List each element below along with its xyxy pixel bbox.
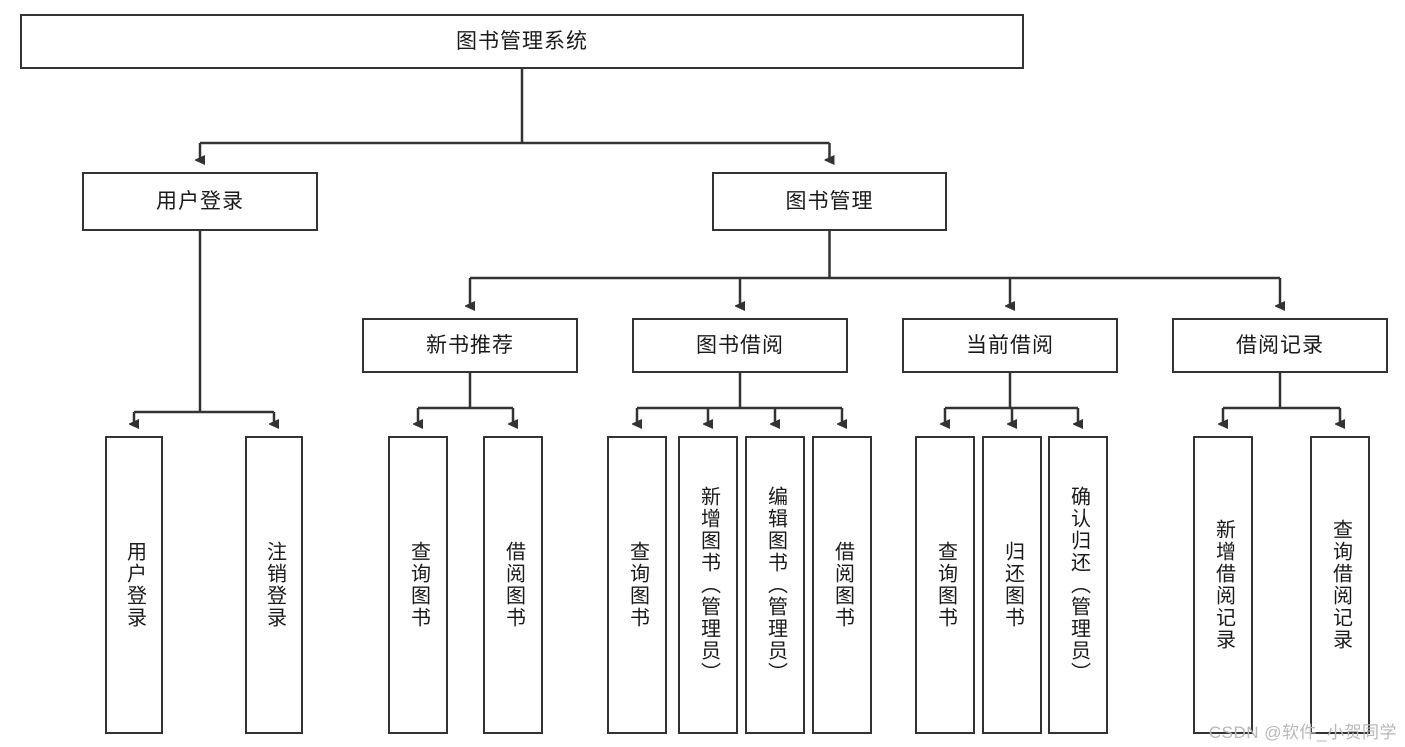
node-leaf-borrow-book-1[interactable]: 借阅图书 (483, 436, 543, 734)
node-label: 注销登录 (263, 541, 286, 629)
node-root[interactable]: 图书管理系统 (20, 14, 1024, 69)
node-book-borrow[interactable]: 图书借阅 (632, 318, 848, 373)
node-label: 查询图书 (626, 541, 649, 629)
node-leaf-add-record[interactable]: 新增借阅记录 (1193, 436, 1253, 734)
node-leaf-add-book[interactable]: 新增图书（管理员） (678, 436, 738, 734)
node-leaf-user-login[interactable]: 用户登录 (105, 436, 163, 734)
node-leaf-return-book[interactable]: 归还图书 (982, 436, 1042, 734)
node-label: 查询借阅记录 (1329, 519, 1352, 651)
node-new-book-rec[interactable]: 新书推荐 (362, 318, 578, 373)
node-leaf-user-logout[interactable]: 注销登录 (245, 436, 303, 734)
node-label: 查询图书 (407, 541, 430, 629)
node-leaf-query-book-3[interactable]: 查询图书 (915, 436, 975, 734)
node-user-login[interactable]: 用户登录 (82, 172, 318, 231)
node-label: 当前借阅 (966, 333, 1054, 357)
node-label: 借阅记录 (1236, 333, 1324, 357)
node-label: 用户登录 (123, 541, 146, 629)
node-label: 图书管理系统 (456, 29, 588, 53)
node-label: 借阅图书 (831, 541, 854, 629)
node-label: 新书推荐 (426, 333, 514, 357)
node-leaf-confirm-return[interactable]: 确认归还（管理员） (1048, 436, 1108, 734)
node-label: 图书管理 (785, 189, 874, 213)
node-current-borrow[interactable]: 当前借阅 (902, 318, 1118, 373)
node-label: 用户登录 (156, 189, 244, 213)
node-label: 新增图书（管理员） (697, 486, 720, 684)
node-label: 图书借阅 (696, 333, 784, 357)
node-leaf-query-book-2[interactable]: 查询图书 (607, 436, 667, 734)
watermark-text: CSDN @软件_小贺同学 (1208, 723, 1397, 742)
node-label: 确认归还（管理员） (1067, 486, 1090, 684)
node-label: 借阅图书 (502, 541, 525, 629)
node-borrow-record[interactable]: 借阅记录 (1172, 318, 1388, 373)
node-leaf-query-book-1[interactable]: 查询图书 (388, 436, 448, 734)
node-label: 归还图书 (1001, 541, 1024, 629)
node-label: 编辑图书（管理员） (764, 486, 787, 684)
node-book-manage[interactable]: 图书管理 (712, 172, 947, 231)
node-label: 查询图书 (934, 541, 957, 629)
node-leaf-borrow-book-2[interactable]: 借阅图书 (812, 436, 872, 734)
node-label: 新增借阅记录 (1212, 519, 1235, 651)
node-leaf-edit-book[interactable]: 编辑图书（管理员） (745, 436, 805, 734)
node-leaf-query-record[interactable]: 查询借阅记录 (1310, 436, 1370, 734)
